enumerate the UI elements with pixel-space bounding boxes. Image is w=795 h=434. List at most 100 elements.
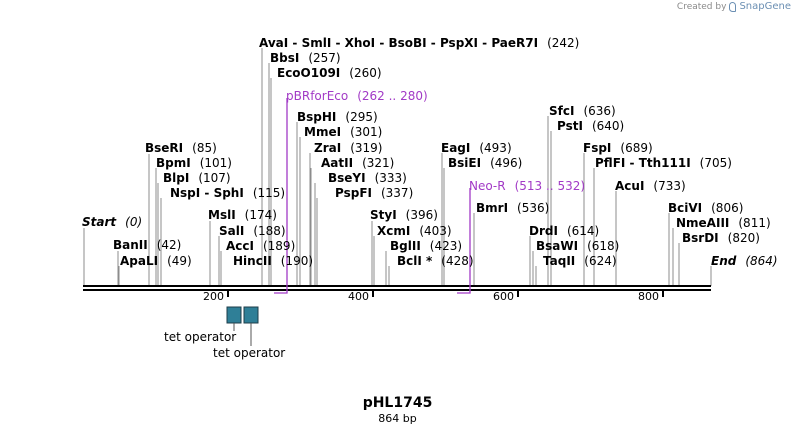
site-name: BpmI xyxy=(156,156,191,170)
site-label-drdi: DrdI (614) xyxy=(529,224,599,238)
site-position: (733) xyxy=(653,179,686,193)
site-position: (396) xyxy=(405,208,438,222)
site-label-xcmi: XcmI (403) xyxy=(377,224,452,238)
site-name: EagI xyxy=(441,141,471,155)
site-label-ecoo109i: EcoO109I (260) xyxy=(277,66,382,80)
Neo-R-feature-line xyxy=(457,188,471,294)
site-label-psti: PstI (640) xyxy=(557,119,624,133)
site-label-sali: SalI (188) xyxy=(219,224,286,238)
axis-tick-label-200: 200 xyxy=(203,290,224,303)
site-label-taqii: TaqII (624) xyxy=(543,254,617,268)
feature-label-neo-r: Neo-R (513 .. 532) xyxy=(469,179,585,193)
site-label-acui: AcuI(733) xyxy=(615,179,686,193)
site-name: FspI xyxy=(583,141,612,155)
site-name: BsaWI xyxy=(536,239,579,253)
site-name: PflFI - Tth111I xyxy=(595,156,691,170)
site-position: (705) xyxy=(699,156,732,170)
axis-tick-label-600: 600 xyxy=(493,290,514,303)
site-name: End xyxy=(711,254,737,268)
feature-name: pBRforEco xyxy=(286,89,349,103)
site-name: SalI xyxy=(219,224,245,238)
credit-prefix: Created by xyxy=(676,1,727,12)
site-name: BlpI xyxy=(163,171,190,185)
site-position: (337) xyxy=(380,186,414,200)
site-label-bseri: BseRI(85) xyxy=(145,141,217,155)
site-position: (107) xyxy=(198,171,231,185)
site-name: AvaI - SmlI - XhoI - BsoBI - PspXI - Pae… xyxy=(259,36,539,50)
site-label-bcivi: BciVI(806) xyxy=(668,201,743,215)
site-name: EcoO109I xyxy=(277,66,341,80)
site-label-nspi-sphi: NspI - SphI(115) xyxy=(170,186,285,200)
site-label-eagi: EagI(493) xyxy=(441,141,512,155)
site-position: (101) xyxy=(199,156,232,170)
site-position: (260) xyxy=(349,66,382,80)
site-label-bmri: BmrI(536) xyxy=(476,201,549,215)
sequence-backbone xyxy=(83,285,711,291)
site-position: (640) xyxy=(591,119,625,133)
site-name: SfcI xyxy=(549,104,575,118)
site-position: (689) xyxy=(620,141,653,155)
site-label-bsrdi: BsrDI(820) xyxy=(682,231,760,245)
site-position: (189) xyxy=(262,239,296,253)
site-name: ZraI xyxy=(314,141,342,155)
tet-operator-box-1 xyxy=(226,306,242,324)
site-name: BsiEI xyxy=(448,156,482,170)
site-position: (42) xyxy=(156,238,182,252)
site-position: (403) xyxy=(419,224,452,238)
site-name: PspFI xyxy=(335,186,372,200)
site-label-banii: BanII (42) xyxy=(113,238,181,252)
site-position: (174) xyxy=(244,208,277,222)
site-label-acci: AccI(189) xyxy=(226,239,295,253)
tet-operator-label-2: tet operator xyxy=(213,346,286,360)
site-label-bbsi: BbsI(257) xyxy=(270,51,341,65)
site-label-blpi: BlpI (107) xyxy=(163,171,231,185)
site-label-bseyi: BseYI(333) xyxy=(328,171,407,185)
site-position: (614) xyxy=(566,224,600,238)
site-label-bcli: BclI *(428) xyxy=(397,254,474,268)
tet-operator-label-1: tet operator xyxy=(164,330,237,344)
site-label-bsiei: BsiEI (496) xyxy=(448,156,522,170)
feature-range: (262 .. 280) xyxy=(357,89,428,103)
site-name: DrdI xyxy=(529,224,558,238)
site-name: PstI xyxy=(557,119,583,133)
site-label-fspi: FspI (689) xyxy=(583,141,653,155)
site-label-pflfi-tth111i: PflFI - Tth111I (705) xyxy=(595,156,732,170)
plasmid-name: pHL1745 xyxy=(362,395,433,411)
pBRforEco-feature-line xyxy=(274,98,288,294)
site-name: MmeI xyxy=(304,125,342,139)
site-name: BseRI xyxy=(145,141,184,155)
feature-name: Neo-R xyxy=(469,179,506,193)
site-position: (190) xyxy=(280,254,314,268)
snapgene-logo-icon xyxy=(729,1,737,12)
site-label-zrai: ZraI(319) xyxy=(314,141,382,155)
site-position: (188) xyxy=(253,224,286,238)
site-name: BspHI xyxy=(297,110,337,124)
site-name: BanII xyxy=(113,238,148,252)
site-position: (321) xyxy=(362,156,395,170)
site-name: TaqII xyxy=(543,254,576,268)
site-label-msli: MslI(174) xyxy=(208,208,277,222)
site-position: (49) xyxy=(167,254,192,268)
site-name: BglII xyxy=(390,239,421,253)
site-label-bglii: BglII (423) xyxy=(390,239,462,253)
site-label-pspfi: PspFI (337) xyxy=(335,186,413,200)
site-label-aatii: AatII (321) xyxy=(321,156,394,170)
site-position: (496) xyxy=(490,156,523,170)
site-name: BsrDI xyxy=(682,231,719,245)
site-name: XcmI xyxy=(377,224,411,238)
plasmid-length: 864 bp xyxy=(378,412,417,425)
site-position: (618) xyxy=(587,239,620,253)
site-position: (864) xyxy=(745,254,778,268)
site-position: (636) xyxy=(583,104,616,118)
site-position: (624) xyxy=(584,254,617,268)
tet-operator-box-2 xyxy=(243,306,259,324)
site-name: AatII xyxy=(321,156,354,170)
feature-range: (513 .. 532) xyxy=(514,179,586,193)
site-label-bpmi: BpmI (101) xyxy=(156,156,232,170)
site-name: ApaLI xyxy=(120,254,159,268)
site-position: (423) xyxy=(429,239,463,253)
site-label-nmeaiii: NmeAIII(811) xyxy=(676,216,771,230)
site-label-styi: StyI(396) xyxy=(370,208,438,222)
site-name: BciVI xyxy=(668,201,703,215)
tet-operator-boxes xyxy=(226,306,259,346)
